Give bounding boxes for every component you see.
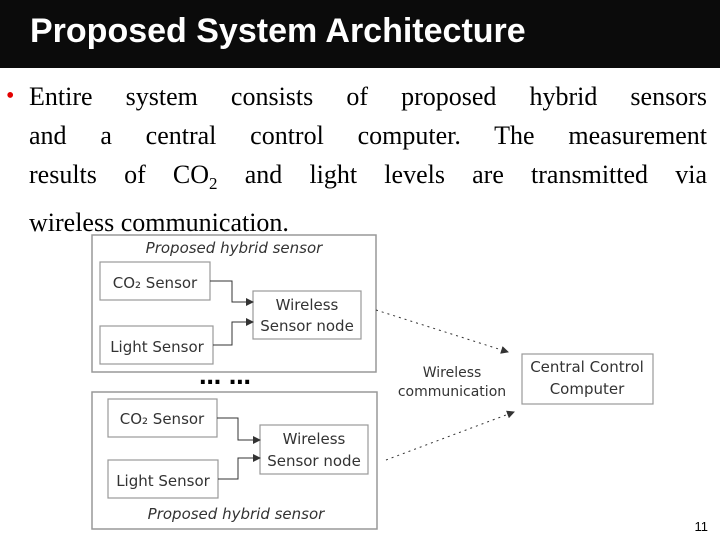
bullet-line-3-pre: results of CO xyxy=(29,160,210,189)
bullet-line-1: Entire system consists of proposed hybri… xyxy=(29,82,707,111)
bullet-text: Entire system consists of proposed hybri… xyxy=(29,77,707,242)
bullet-line-3-post: and light levels are transmitted via xyxy=(217,160,707,189)
bullet-line-3-sub: 2 xyxy=(209,174,218,194)
bullet-line-2: and a central control computer. The meas… xyxy=(29,121,707,150)
slide-title: Proposed System Architecture xyxy=(30,12,526,50)
co2-sensor-bottom-box xyxy=(107,398,218,438)
bullet-dot-icon: • xyxy=(6,83,15,109)
title-bar: Proposed System Architecture xyxy=(0,0,720,68)
central-control-computer-box xyxy=(521,353,654,405)
connector-co2-top xyxy=(210,280,254,306)
light-sensor-top-label: Light Sensor xyxy=(110,338,204,356)
wireless-node-top-label-1: Wireless xyxy=(276,296,339,314)
wireless-link-top xyxy=(375,309,509,354)
light-sensor-bottom-box xyxy=(107,459,219,499)
light-sensor-bottom-label: Light Sensor xyxy=(116,472,210,490)
wireless-node-top-box xyxy=(252,290,362,340)
co2-sensor-top-label: CO₂ Sensor xyxy=(113,274,198,292)
wireless-node-bottom-label-1: Wireless xyxy=(283,430,346,448)
wireless-node-top-label-2: Sensor node xyxy=(260,317,354,335)
wireless-node-bottom-label-2: Sensor node xyxy=(267,452,361,470)
connector-light-bottom xyxy=(218,454,261,480)
wireless-node-bottom-box xyxy=(259,424,369,475)
connector-light-top xyxy=(213,318,254,346)
wireless-communication-label-2: communication xyxy=(398,384,506,400)
wireless-link-bottom xyxy=(385,410,515,461)
central-control-computer-label-1: Central Control xyxy=(530,358,644,376)
central-control-computer-label-2: Computer xyxy=(550,380,625,398)
hybrid-sensor-bottom-caption: Proposed hybrid sensor xyxy=(148,505,325,523)
bullet-line-4: wireless communication. xyxy=(29,208,289,238)
co2-sensor-top-box xyxy=(99,261,211,301)
light-sensor-top-box xyxy=(99,325,214,365)
co2-sensor-bottom-label: CO₂ Sensor xyxy=(120,410,205,428)
hybrid-sensor-top-caption: Proposed hybrid sensor xyxy=(146,239,323,257)
ellipsis: … … xyxy=(199,365,251,390)
connector-co2-bottom xyxy=(217,417,261,444)
wireless-communication-label-1: Wireless xyxy=(423,365,482,381)
bullet-line-3: results of CO2 and light levels are tran… xyxy=(29,155,707,203)
page-number: 11 xyxy=(694,519,709,534)
